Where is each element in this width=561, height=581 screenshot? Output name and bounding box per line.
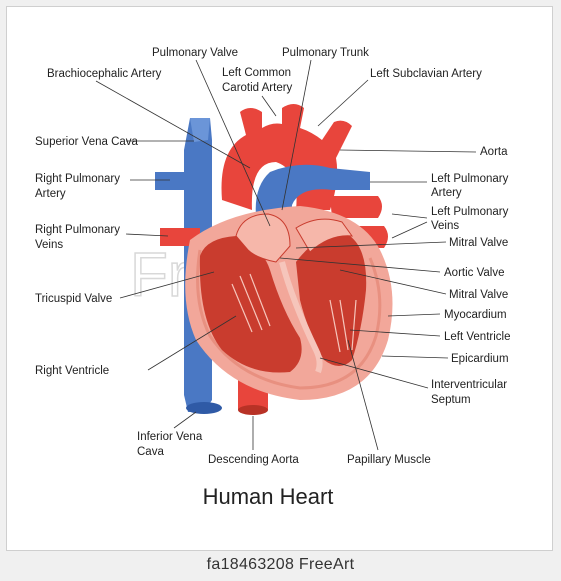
- label-left-pulmonary-veins-2: Veins: [431, 220, 459, 232]
- label-pulmonary-trunk: Pulmonary Trunk: [282, 47, 369, 59]
- label-left-ventricle: Left Ventricle: [444, 331, 510, 343]
- label-interventricular-septum-1: Interventricular: [431, 379, 507, 391]
- label-aortic-valve: Aortic Valve: [444, 267, 505, 279]
- heart-illustration: [155, 104, 393, 415]
- label-left-pulmonary-artery-2: Artery: [431, 187, 462, 199]
- label-descending-aorta: Descending Aorta: [208, 454, 299, 466]
- label-left-common-carotid-1: Left Common: [222, 67, 291, 79]
- label-brachiocephalic-artery: Brachiocephalic Artery: [47, 68, 162, 80]
- diagram-title: Human Heart: [203, 484, 334, 509]
- label-right-pulmonary-veins-2: Veins: [35, 239, 63, 251]
- label-right-pulmonary-veins-1: Right Pulmonary: [35, 224, 120, 236]
- right-ventricle-chamber: [199, 236, 302, 373]
- left-ventricle-chamber: [296, 235, 367, 366]
- inferior-vena-cava-opening: [186, 402, 222, 414]
- label-pulmonary-valve: Pulmonary Valve: [152, 47, 238, 59]
- label-left-pulmonary-artery-1: Left Pulmonary: [431, 173, 509, 185]
- valve-region: [235, 213, 291, 263]
- label-left-common-carotid-2: Carotid Artery: [222, 82, 293, 94]
- label-epicardium: Epicardium: [451, 353, 509, 365]
- label-left-subclavian-artery: Left Subclavian Artery: [370, 68, 482, 80]
- label-left-pulmonary-veins-1: Left Pulmonary: [431, 206, 509, 218]
- label-superior-vena-cava: Superior Vena Cava: [35, 136, 139, 148]
- label-mitral-valve-lower: Mitral Valve: [449, 289, 508, 301]
- label-right-pulmonary-artery-2: Artery: [35, 188, 66, 200]
- label-papillary-muscle: Papillary Muscle: [347, 454, 431, 466]
- label-inferior-vena-cava-1: Inferior Vena: [137, 431, 203, 443]
- labels: Pulmonary Valve Pulmonary Trunk Brachioc…: [35, 47, 510, 509]
- leader-lines: [95, 59, 477, 451]
- label-aorta: Aorta: [480, 146, 508, 158]
- label-tricuspid-valve: Tricuspid Valve: [35, 293, 112, 305]
- label-inferior-vena-cava-2: Cava: [137, 446, 164, 458]
- label-myocardium: Myocardium: [444, 309, 507, 321]
- label-right-ventricle: Right Ventricle: [35, 365, 109, 377]
- label-right-pulmonary-artery-1: Right Pulmonary: [35, 173, 120, 185]
- label-interventricular-septum-2: Septum: [431, 394, 471, 406]
- label-mitral-valve-upper: Mitral Valve: [449, 237, 508, 249]
- descending-aorta-opening: [238, 405, 268, 415]
- image-caption: fa18463208 FreeArt: [206, 556, 355, 573]
